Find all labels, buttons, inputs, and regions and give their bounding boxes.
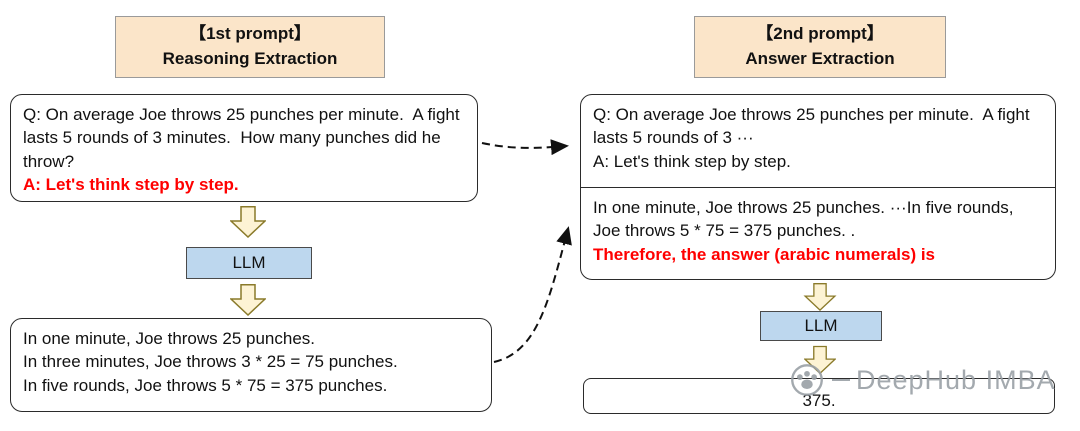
llm-label-right: LLM — [804, 316, 838, 335]
down-arrow-icon — [230, 206, 266, 238]
think-step-by-step-text: A: Let's think step by step. — [23, 175, 239, 195]
first-prompt-header-line2: Reasoning Extraction — [162, 49, 338, 68]
question-text: Q: On average Joe throws 25 punches per … — [23, 105, 465, 171]
second-prompt-header: 【2nd prompt】 Answer Extraction — [694, 16, 946, 78]
prompt-box-top-section: Q: On average Joe throws 25 punches per … — [581, 95, 1055, 188]
llm-box-left: LLM — [186, 247, 312, 279]
prompt-box-bottom-section: In one minute, Joe throws 25 punches. ··… — [581, 188, 1055, 274]
copied-reasoning-text: In one minute, Joe throws 25 punches. ··… — [593, 198, 1019, 241]
final-answer-text: 375. — [802, 391, 836, 410]
first-prompt-header: 【1st prompt】 Reasoning Extraction — [115, 16, 385, 78]
copied-question-text: Q: On average Joe throws 25 punches per … — [593, 105, 1035, 148]
second-prompt-header-line2: Answer Extraction — [745, 49, 895, 68]
dashed-arrow-question-to-second-prompt — [481, 139, 569, 156]
llm-box-right: LLM — [760, 311, 882, 341]
down-arrow-icon — [803, 283, 837, 311]
dashed-arrow-reasoning-to-second-prompt — [493, 226, 572, 363]
watermark-text: DeepHub IMBA — [856, 364, 1056, 395]
down-arrow-icon — [804, 345, 836, 375]
paw-logo-icon — [791, 364, 823, 396]
reasoning-output-box: In one minute, Joe throws 25 punches. In… — [10, 318, 492, 412]
second-prompt-header-line1: 【2nd prompt】 — [756, 24, 884, 44]
watermark-line — [832, 379, 850, 381]
copied-trigger-text: A: Let's think step by step. — [593, 151, 791, 171]
llm-label-left: LLM — [232, 253, 266, 272]
reasoning-line-1: In one minute, Joe throws 25 punches. — [23, 329, 316, 348]
reasoning-line-2: In three minutes, Joe throws 3 * 25 = 75… — [23, 352, 398, 372]
down-arrow-icon — [230, 284, 266, 316]
final-answer-box: 375. — [583, 378, 1055, 414]
first-prompt-header-line1: 【1st prompt】 — [189, 24, 311, 44]
answer-extraction-prompt-box: Q: On average Joe throws 25 punches per … — [580, 94, 1056, 280]
watermark: DeepHub IMBA — [788, 358, 1068, 402]
answer-trigger-text: Therefore, the answer (arabic numerals) … — [593, 244, 936, 264]
reasoning-line-3: In five rounds, Joe throws 5 * 75 = 375 … — [23, 375, 388, 395]
reasoning-question-box: Q: On average Joe throws 25 punches per … — [10, 94, 478, 202]
